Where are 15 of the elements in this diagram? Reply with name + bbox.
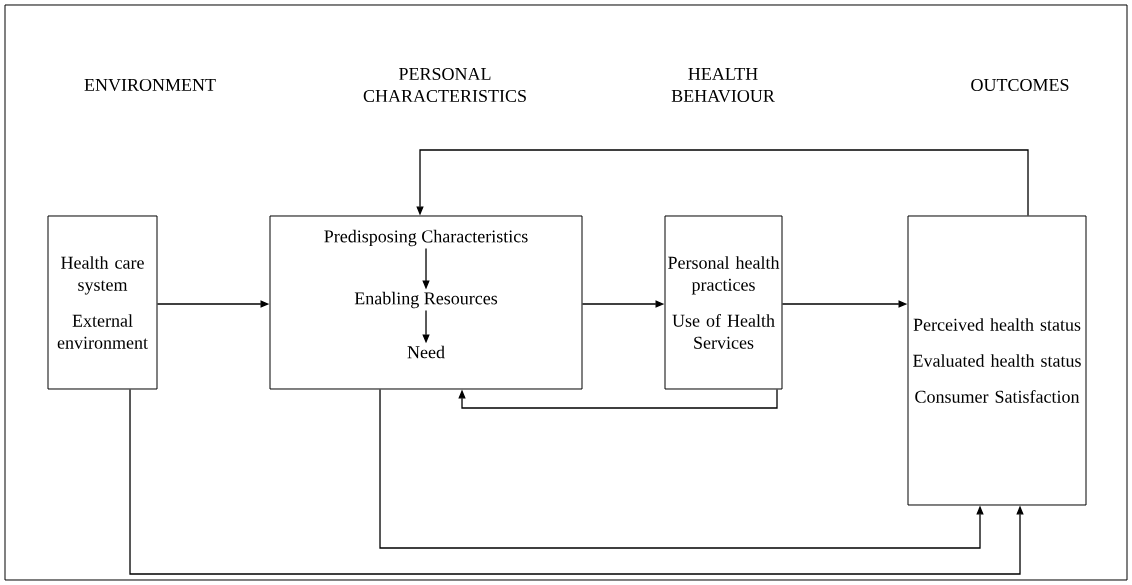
concept-text: Need (407, 345, 445, 359)
column-heading: ENVIRONMENT (84, 78, 216, 92)
column-heading: PERSONAL CHARACTERISTICS (363, 67, 526, 103)
arrow (416, 149, 1029, 217)
column-heading: OUTCOMES (971, 78, 1069, 92)
concept-box: Personal health practices Use of Health Services (664, 215, 783, 390)
concept-text: Predisposing Characteristics (324, 229, 528, 247)
concept-text: Enabling Resources (354, 291, 498, 309)
outcome-box: Perceived health status Evaluated health status Consumer Satisfaction (907, 215, 1087, 506)
group-box (269, 215, 583, 390)
arrow (458, 388, 778, 409)
column-heading: HEALTH BEHAVIOUR (671, 67, 775, 103)
arrow (379, 388, 984, 549)
arrow (129, 388, 1024, 575)
concept-box: Health care system External environment (47, 215, 158, 390)
